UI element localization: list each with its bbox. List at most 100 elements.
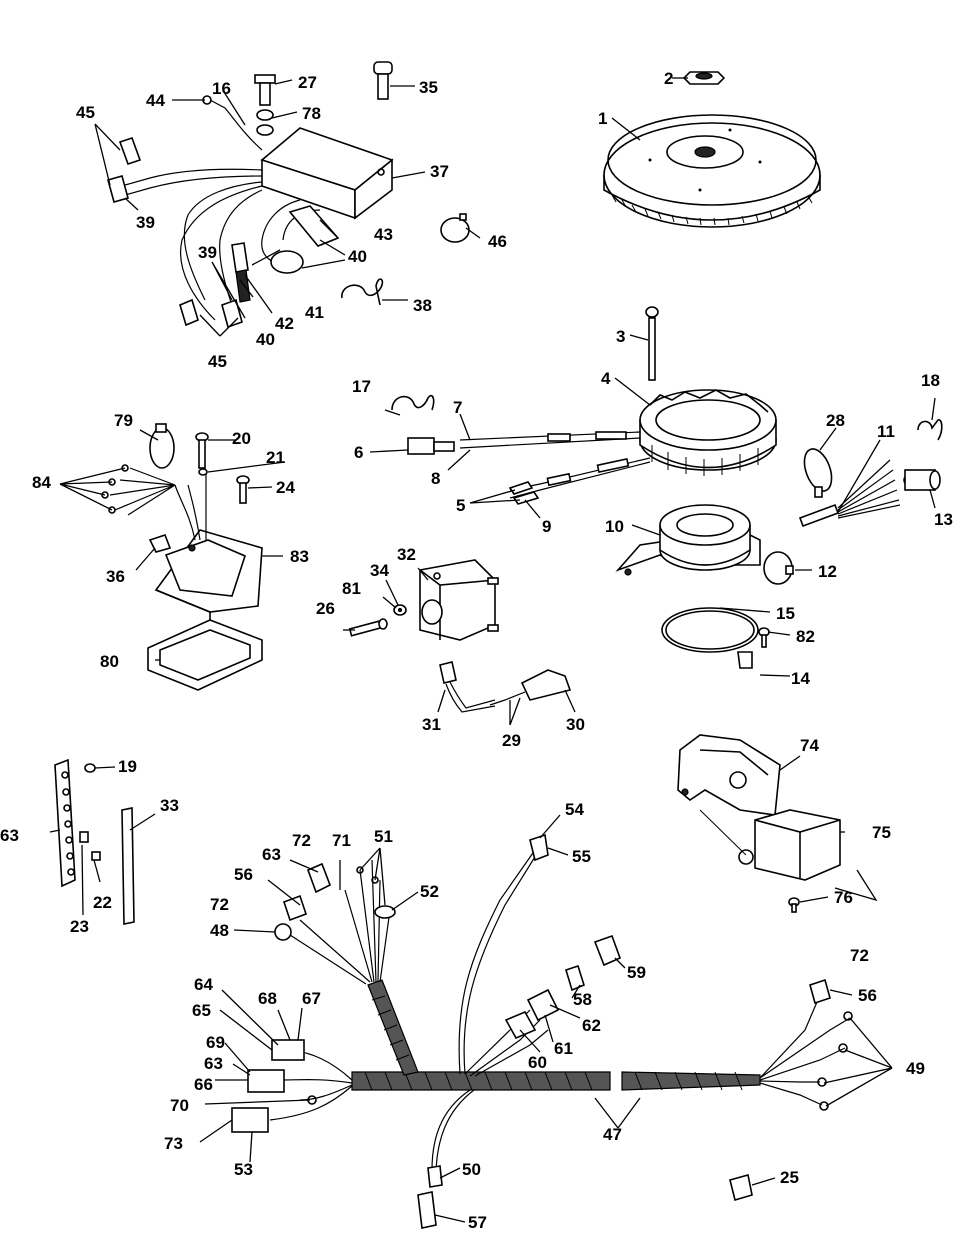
callout-43: 43 xyxy=(374,225,393,244)
callout-39-upper: 39 xyxy=(136,213,155,232)
callout-6: 6 xyxy=(354,443,363,462)
bolt-27 xyxy=(254,74,276,106)
callout-71: 71 xyxy=(332,831,351,850)
callout-72-upper: 72 xyxy=(292,831,311,850)
callout-10: 10 xyxy=(605,517,624,536)
callout-20: 20 xyxy=(232,429,251,448)
callout-53: 53 xyxy=(234,1160,253,1179)
screw-20 xyxy=(195,432,209,476)
callout-27: 27 xyxy=(298,73,317,92)
callout-26: 26 xyxy=(316,599,335,618)
callout-74: 74 xyxy=(800,736,819,755)
callout-46: 46 xyxy=(488,232,507,251)
spark-plug-boot-30 xyxy=(489,669,572,706)
screw-76 xyxy=(788,897,800,913)
callout-labels: 1 2 3 4 5 6 7 8 9 10 11 12 13 14 15 16 1… xyxy=(0,69,953,1232)
callout-81: 81 xyxy=(342,579,361,598)
callout-51: 51 xyxy=(374,827,393,846)
terminals-5 xyxy=(508,481,540,505)
callout-59: 59 xyxy=(627,963,646,982)
callout-17: 17 xyxy=(352,377,371,396)
clip-14 xyxy=(737,651,753,669)
callout-40-lower: 40 xyxy=(256,330,275,349)
callout-79: 79 xyxy=(114,411,133,430)
callout-11: 11 xyxy=(877,422,895,441)
callout-58: 58 xyxy=(573,990,592,1009)
callout-5: 5 xyxy=(456,496,465,515)
screw-82 xyxy=(758,627,770,648)
spark-plug-boot-31 xyxy=(439,661,496,713)
callout-73: 73 xyxy=(164,1134,183,1153)
clip-17 xyxy=(391,394,435,411)
callout-65: 65 xyxy=(192,1001,211,1020)
main-harness xyxy=(269,849,851,1173)
callout-16: 16 xyxy=(212,79,231,98)
callout-41: 41 xyxy=(305,303,324,322)
callout-1: 1 xyxy=(598,109,607,128)
callout-68: 68 xyxy=(258,989,277,1008)
callout-82: 82 xyxy=(796,627,815,646)
gasket-80 xyxy=(147,619,263,691)
callout-37: 37 xyxy=(430,162,449,181)
callout-21: 21 xyxy=(266,448,285,467)
callout-45-lower: 45 xyxy=(208,352,227,371)
callout-36: 36 xyxy=(106,567,125,586)
callout-42: 42 xyxy=(275,314,294,333)
callout-19: 19 xyxy=(118,757,137,776)
callout-24: 24 xyxy=(276,478,295,497)
module xyxy=(699,809,841,881)
callout-57: 57 xyxy=(468,1213,487,1232)
harness-connectors xyxy=(231,833,853,1229)
callout-34: 34 xyxy=(370,561,389,580)
callout-70: 70 xyxy=(170,1096,189,1115)
callout-4: 4 xyxy=(601,369,611,388)
bolt-35 xyxy=(373,61,393,100)
callout-60: 60 xyxy=(528,1053,547,1072)
callout-14: 14 xyxy=(791,669,810,688)
clip-79 xyxy=(149,423,175,469)
callout-22: 22 xyxy=(93,893,112,912)
terminal-strip xyxy=(54,758,101,888)
callout-62: 62 xyxy=(582,1016,601,1035)
callout-39-lower: 39 xyxy=(198,243,217,262)
screw-26 xyxy=(348,618,388,637)
callout-12: 12 xyxy=(818,562,837,581)
leader-lines xyxy=(49,77,936,1223)
callout-9: 9 xyxy=(542,517,551,536)
connector-13 xyxy=(903,469,941,491)
callout-33: 33 xyxy=(160,796,179,815)
power-pack xyxy=(260,127,394,220)
spring-clip-38 xyxy=(341,278,384,306)
rectifier-wiring xyxy=(101,464,207,541)
clip-46 xyxy=(440,213,470,243)
callout-66: 66 xyxy=(194,1075,213,1094)
stator xyxy=(639,389,777,476)
callout-56-left: 56 xyxy=(234,865,253,884)
ignition-coil xyxy=(419,559,499,641)
clip-12 xyxy=(763,551,794,585)
callout-56-right: 56 xyxy=(858,986,877,1005)
callout-44: 44 xyxy=(146,91,165,110)
callout-30: 30 xyxy=(566,715,585,734)
callout-18: 18 xyxy=(921,371,940,390)
callout-28: 28 xyxy=(826,411,845,430)
callout-80: 80 xyxy=(100,652,119,671)
callout-32: 32 xyxy=(397,545,416,564)
callout-47: 47 xyxy=(603,1125,622,1144)
cover-33 xyxy=(121,807,135,925)
callout-2: 2 xyxy=(664,69,673,88)
flywheel-nut xyxy=(682,71,726,85)
callout-55: 55 xyxy=(572,847,591,866)
callout-61: 61 xyxy=(554,1039,573,1058)
callout-13: 13 xyxy=(934,510,953,529)
timer-base xyxy=(615,504,761,576)
callout-72-left: 72 xyxy=(210,895,229,914)
callout-23: 23 xyxy=(70,917,89,936)
nut-78 xyxy=(256,109,274,136)
callout-78: 78 xyxy=(302,104,321,123)
screw-3 xyxy=(645,306,659,381)
callout-50: 50 xyxy=(462,1160,481,1179)
callout-38: 38 xyxy=(413,296,432,315)
retaining-ring-15 xyxy=(661,607,759,653)
